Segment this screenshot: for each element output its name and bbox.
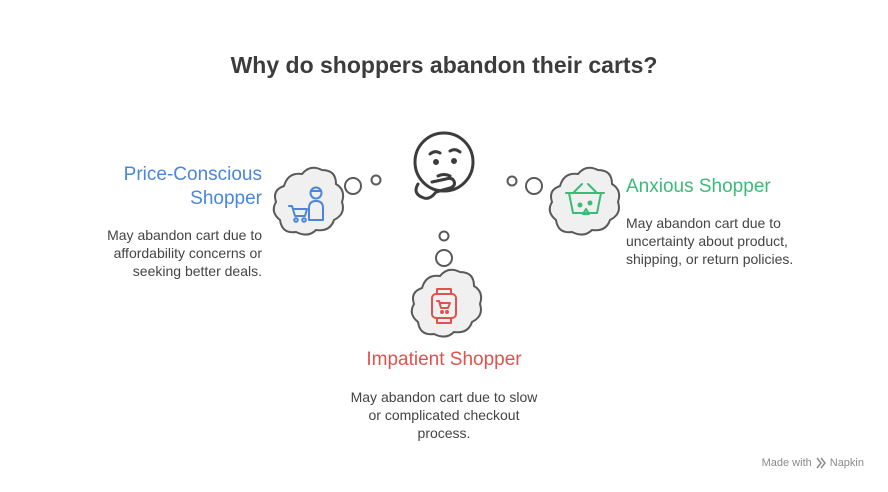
thinking-face-icon bbox=[413, 131, 475, 200]
anxious-description: May abandon cart due to uncertainty abou… bbox=[626, 214, 846, 268]
thought-dot bbox=[525, 177, 543, 195]
impatient-heading: Impatient Shopper bbox=[366, 349, 522, 370]
heading-line: Shopper bbox=[190, 188, 262, 209]
thought-dot bbox=[370, 174, 382, 186]
napkin-logo-icon bbox=[816, 457, 826, 469]
description-line: affordability concerns or bbox=[113, 245, 262, 261]
napkin-brand: Napkin bbox=[829, 457, 864, 469]
description-line: May abandon cart due to bbox=[107, 227, 262, 243]
anxious-cloud bbox=[548, 166, 621, 236]
price-conscious-description: May abandon cart due to affordability co… bbox=[60, 226, 262, 280]
impatient-description: May abandon cart due to slow or complica… bbox=[314, 388, 574, 442]
page-title: Why do shoppers abandon their carts? bbox=[230, 52, 658, 78]
price-conscious-cloud bbox=[272, 166, 345, 236]
thought-dot bbox=[438, 230, 450, 242]
description-line: May abandon cart due to slow bbox=[350, 389, 538, 405]
price-conscious-heading: Price-Conscious Shopper bbox=[80, 163, 262, 211]
impatient-cloud bbox=[410, 268, 483, 338]
description-line: or complicated checkout bbox=[368, 407, 520, 423]
thought-dot bbox=[435, 249, 453, 267]
thought-dot bbox=[344, 177, 362, 195]
made-with-label: Made with bbox=[761, 457, 812, 469]
napkin-watermark: Made with Napkin bbox=[762, 457, 864, 469]
description-line: May abandon cart due to bbox=[626, 215, 781, 231]
smartwatch-cart-icon bbox=[431, 288, 457, 324]
description-line: seeking better deals. bbox=[132, 263, 262, 279]
description-line: process. bbox=[417, 425, 471, 441]
thought-dot bbox=[506, 175, 518, 187]
description-line: uncertainty about product, bbox=[626, 233, 788, 249]
heading-line: Price-Conscious bbox=[123, 164, 262, 185]
worried-basket-icon bbox=[565, 183, 605, 215]
anxious-heading: Anxious Shopper bbox=[626, 176, 771, 197]
description-line: shipping, or return policies. bbox=[626, 251, 794, 267]
shopper-with-cart-icon bbox=[288, 186, 324, 223]
